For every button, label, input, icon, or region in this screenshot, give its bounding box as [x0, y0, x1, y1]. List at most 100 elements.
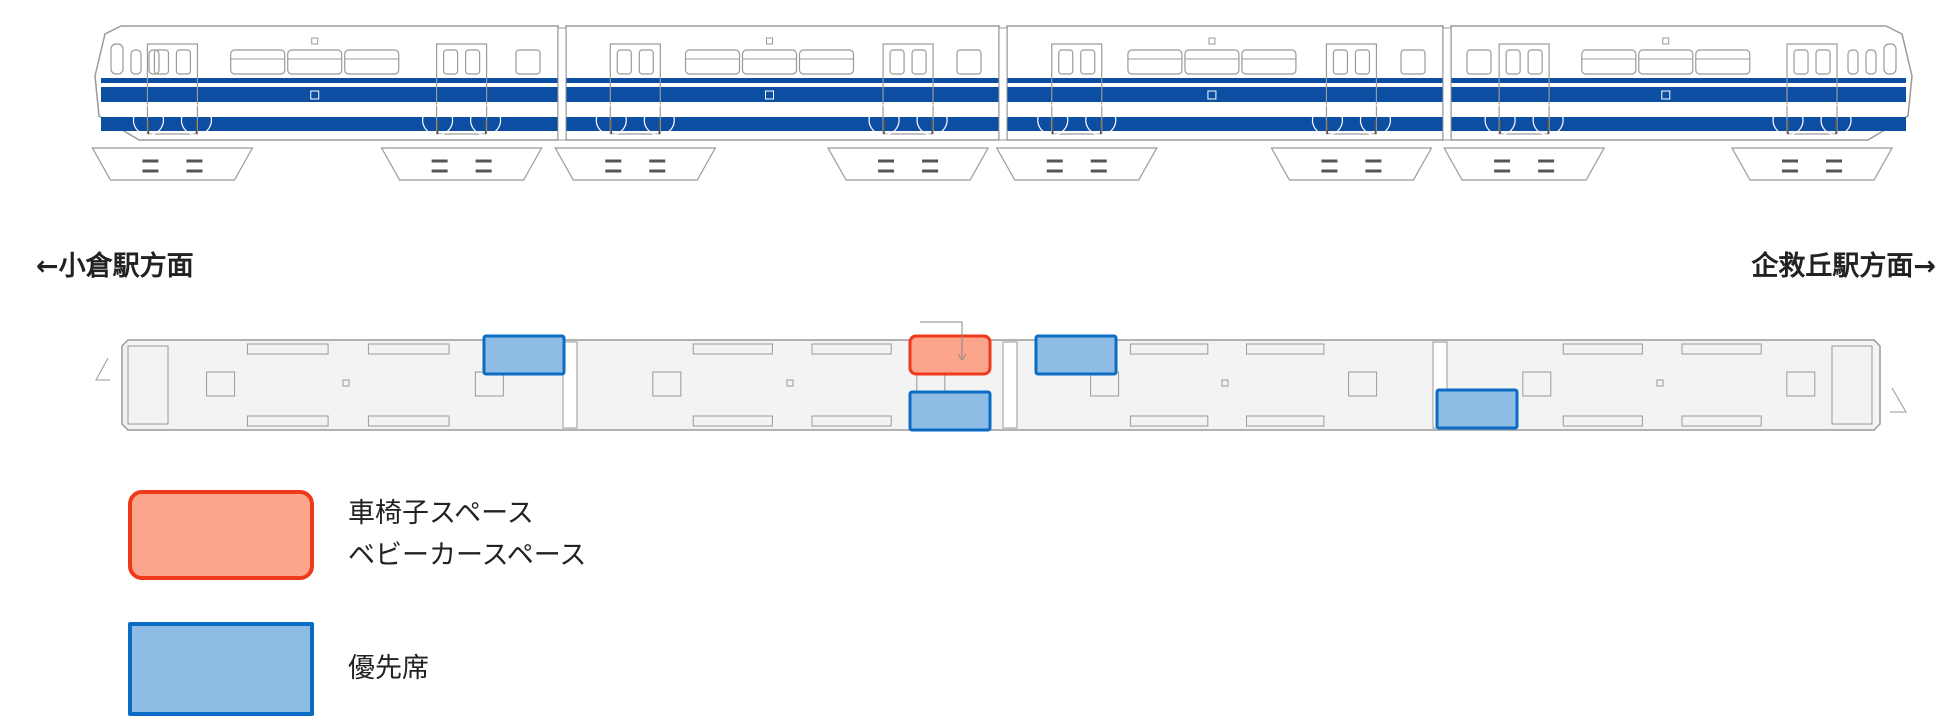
- plan-pole: [342, 379, 350, 387]
- side-door-window: [911, 49, 927, 75]
- plan-seat: [367, 343, 450, 355]
- side-stripe-thin: [101, 78, 558, 83]
- plan-seat: [1246, 343, 1325, 355]
- side-stripe-upper: [566, 87, 999, 102]
- side-wheel: [1532, 104, 1564, 136]
- side-lamp: [1208, 37, 1216, 45]
- side-cab-window: [1865, 49, 1877, 75]
- plan-floor-panel: [1786, 371, 1816, 397]
- direction-kikugaoka: 企救丘駅方面→: [1751, 251, 1936, 282]
- plan-car-2: [562, 341, 946, 429]
- side-wheel: [643, 104, 675, 136]
- side-door-window: [1332, 49, 1349, 75]
- side-stripe-thin: [1007, 78, 1443, 83]
- plan-floor-panel: [206, 371, 236, 397]
- side-window-small: [1466, 49, 1492, 75]
- side-wheel: [470, 104, 502, 136]
- side-wheel: [1359, 104, 1392, 136]
- side-door-window: [443, 49, 459, 75]
- side-marker: [1661, 90, 1671, 100]
- plan-floor-panel: [652, 371, 682, 397]
- plan-floor-panel: [1348, 371, 1378, 397]
- side-bogie: [91, 147, 254, 181]
- side-window: [1581, 49, 1637, 75]
- side-wheel: [180, 104, 213, 136]
- plan-seat: [811, 343, 892, 355]
- side-door-window: [1527, 49, 1543, 75]
- side-window: [741, 49, 798, 75]
- side-front-window: [110, 43, 124, 75]
- legend-wheelchair-label: 車椅子スペース ベビーカースペース: [348, 493, 586, 577]
- side-car-3: [995, 25, 1444, 181]
- side-car-1: [91, 25, 559, 181]
- side-front-window: [1883, 43, 1897, 75]
- side-window: [1184, 49, 1240, 75]
- legend-wheelchair-swatch: [128, 490, 314, 580]
- side-door: [146, 43, 199, 135]
- plan-pole: [786, 379, 794, 387]
- plan-seat: [811, 415, 892, 427]
- side-lamp: [1662, 37, 1670, 45]
- plan-seat: [1562, 343, 1643, 355]
- side-wheel: [916, 104, 948, 136]
- side-door-window: [1505, 49, 1521, 75]
- plan-seat: [692, 415, 773, 427]
- side-window: [287, 49, 343, 75]
- side-window-small: [1400, 49, 1426, 75]
- side-car-2: [554, 25, 1000, 181]
- side-cab-window: [130, 49, 142, 75]
- side-window: [1127, 49, 1183, 75]
- side-window: [684, 49, 741, 75]
- priority-seat-area: [1034, 334, 1118, 376]
- side-wheel: [595, 104, 627, 136]
- priority-seat-area: [908, 390, 992, 432]
- wheelchair-space-pointer: [920, 321, 967, 361]
- plan-pole: [1221, 379, 1229, 387]
- plan-coupler-left: [95, 357, 110, 381]
- side-cab-window: [1847, 49, 1859, 75]
- side-window: [344, 49, 400, 75]
- side-door-window: [1793, 49, 1809, 75]
- side-wheel: [422, 104, 454, 136]
- side-bogie: [380, 147, 543, 181]
- side-door-window: [616, 49, 632, 75]
- side-bogie: [1443, 147, 1606, 181]
- plan-seat: [1681, 343, 1762, 355]
- plan-car-3: [1002, 341, 1378, 429]
- side-window: [798, 49, 855, 75]
- side-stripe-lower: [1007, 117, 1443, 131]
- side-door-window: [153, 49, 170, 75]
- side-door-window: [1354, 49, 1371, 75]
- side-window: [1695, 49, 1751, 75]
- plan-seat: [1562, 415, 1643, 427]
- side-lamp: [311, 37, 319, 45]
- side-door-window: [1815, 49, 1831, 75]
- side-door-window: [889, 49, 905, 75]
- side-cab-window: [148, 49, 160, 75]
- plan-seat: [246, 415, 329, 427]
- side-marker: [1207, 90, 1217, 100]
- plan-pole: [1656, 379, 1664, 387]
- side-door-window: [175, 49, 192, 75]
- priority-seat-area: [1435, 388, 1519, 430]
- side-stripe-thin: [1451, 78, 1906, 83]
- side-door-window: [638, 49, 654, 75]
- side-window: [1638, 49, 1694, 75]
- side-door: [1325, 43, 1378, 135]
- side-door: [1786, 43, 1838, 135]
- direction-kokura: ←小倉駅方面: [36, 251, 194, 282]
- side-stripe-lower: [101, 117, 558, 131]
- side-wheel: [1772, 104, 1804, 136]
- plan-seat: [1129, 343, 1209, 355]
- plan-seat: [1681, 415, 1762, 427]
- legend-wheelchair-line2: ベビーカースペース: [348, 540, 587, 571]
- side-door-window: [465, 49, 481, 75]
- wheelchair-space-area: [908, 334, 992, 376]
- plan-gangway: [1002, 341, 1018, 429]
- legend-priority-swatch: [128, 622, 314, 716]
- train-floor-plan: [95, 321, 1907, 432]
- plan-cab-right: [1831, 345, 1873, 425]
- side-wheel: [1037, 104, 1069, 136]
- side-window-small: [515, 49, 541, 75]
- plan-floor-panel: [1522, 371, 1552, 397]
